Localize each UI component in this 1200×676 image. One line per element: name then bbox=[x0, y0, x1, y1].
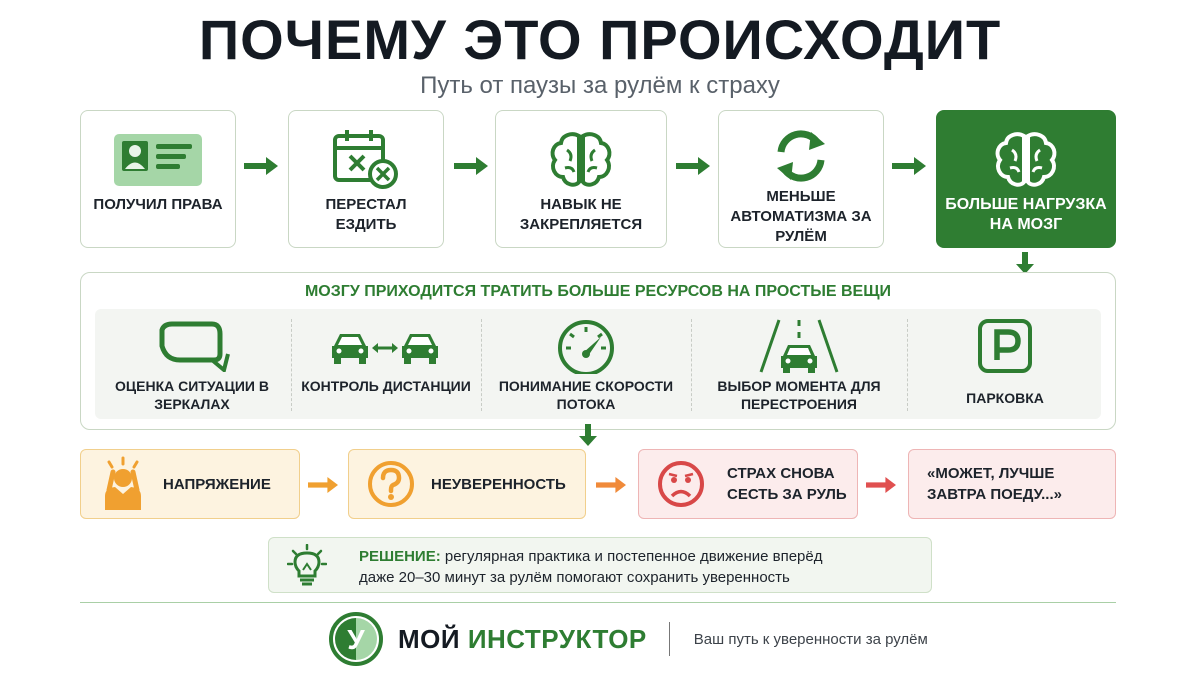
step-brain-load: БОЛЬШЕ НАГРУЗКА НА МОЗГ bbox=[936, 110, 1116, 248]
emotion-label: «МОЖЕТ, ЛУЧШЕ ЗАВТРА ПОЕДУ...» bbox=[927, 465, 1062, 503]
step-less-automatism: МЕНЬШЕ АВТОМАТИЗМА ЗА РУЛЁМ bbox=[718, 110, 884, 248]
stressed-person-icon bbox=[91, 452, 155, 516]
footer-divider bbox=[80, 602, 1116, 603]
side-mirror-icon bbox=[154, 315, 230, 377]
resource-label: ПОНИМАНИЕ СКОРОСТИ ПОТОКА bbox=[498, 378, 674, 412]
emotion-procrastination: «МОЖЕТ, ЛУЧШЕ ЗАВТРА ПОЕДУ...» bbox=[908, 449, 1116, 519]
solution-keyword: РЕШЕНИЕ: bbox=[359, 548, 441, 565]
page-subtitle: Путь от паузы за рулём к страху bbox=[420, 72, 780, 99]
page-title: ПОЧЕМУ ЭТО ПРОИСХОДИТ bbox=[198, 8, 1002, 71]
resource-label: ОЦЕНКА СИТУАЦИИ В ЗЕРКАЛАХ bbox=[115, 378, 269, 412]
resource-item-parking: ПАРКОВКА bbox=[909, 309, 1101, 419]
resource-item-speed: ПОНИМАНИЕ СКОРОСТИ ПОТОКА bbox=[483, 309, 689, 419]
sad-face-icon bbox=[649, 452, 713, 516]
solution-box: РЕШЕНИЕ: регулярная практика и постепенн… bbox=[268, 537, 932, 593]
arrow-right-icon bbox=[596, 477, 626, 493]
step-label: ПЕРЕСТАЛ ЕЗДИТЬ bbox=[325, 196, 407, 233]
brand-name-part2: ИНСТРУКТОР bbox=[467, 623, 647, 654]
step-label: НАВЫК НЕ ЗАКРЕПЛЯЕТСЯ bbox=[519, 196, 643, 233]
brand-name: МОЙ ИНСТРУКТОР bbox=[398, 624, 647, 655]
arrow-right-icon bbox=[454, 157, 488, 175]
resources-title: МОЗГУ ПРИХОДИТСЯ ТРАТИТЬ БОЛЬШЕ РЕСУРСОВ… bbox=[304, 283, 892, 300]
lightbulb-icon bbox=[286, 543, 328, 593]
step-label: МЕНЬШЕ АВТОМАТИЗМА ЗА РУЛЁМ bbox=[730, 188, 872, 245]
solution-line-1: регулярная практика и постепенное движен… bbox=[444, 548, 823, 565]
lane-change-icon bbox=[757, 315, 841, 377]
brand-footer: У МОЙ ИНСТРУКТОР Ваш путь к уверенности … bbox=[328, 610, 928, 668]
resources-list: ОЦЕНКА СИТУАЦИИ В ЗЕРКАЛАХ bbox=[95, 309, 1101, 419]
step-label: ПОЛУЧИЛ ПРАВА bbox=[93, 196, 223, 213]
emotion-label: СТРАХ СНОВА СЕСТЬ ЗА РУЛЬ bbox=[727, 465, 847, 503]
brand-logo-icon: У bbox=[329, 612, 383, 666]
resource-item-distance: КОНТРОЛЬ ДИСТАНЦИИ bbox=[293, 309, 479, 419]
step-skill-not-fixed: НАВЫК НЕ ЗАКРЕПЛЯЕТСЯ bbox=[495, 110, 667, 248]
emotion-label: НАПРЯЖЕНИЕ bbox=[163, 475, 271, 493]
cars-distance-icon bbox=[330, 315, 442, 377]
step-stopped-driving: ПЕРЕСТАЛ ЕЗДИТЬ bbox=[288, 110, 444, 248]
resource-item-lane-change: ВЫБОР МОМЕНТА ДЛЯ ПЕРЕСТРОЕНИЯ bbox=[693, 309, 905, 419]
refresh-cycle-icon bbox=[751, 125, 851, 187]
brand-logo-letter: У bbox=[347, 624, 365, 655]
step-license: ПОЛУЧИЛ ПРАВА bbox=[80, 110, 236, 248]
brand-tagline: Ваш путь к уверенности за рулём bbox=[693, 630, 928, 648]
arrow-down-icon bbox=[579, 424, 597, 446]
license-card-icon bbox=[108, 125, 208, 195]
solution-line-2: даже 20–30 минут за рулём помогают сохра… bbox=[359, 569, 790, 586]
arrow-right-icon bbox=[244, 157, 278, 175]
resource-label: ВЫБОР МОМЕНТА ДЛЯ ПЕРЕСТРОЕНИЯ bbox=[717, 378, 881, 412]
brain-icon bbox=[976, 125, 1076, 195]
brain-icon bbox=[531, 125, 631, 195]
arrow-right-icon bbox=[676, 157, 710, 175]
resource-item-mirrors: ОЦЕНКА СИТУАЦИИ В ЗЕРКАЛАХ bbox=[95, 309, 289, 419]
brand-divider bbox=[668, 622, 670, 656]
resource-label: ПАРКОВКА bbox=[966, 390, 1044, 406]
question-circle-icon bbox=[359, 452, 423, 516]
arrow-right-icon bbox=[892, 157, 926, 175]
brand-name-part1: МОЙ bbox=[398, 623, 461, 654]
solution-text: РЕШЕНИЕ: регулярная практика и постепенн… bbox=[359, 546, 822, 588]
resource-label: КОНТРОЛЬ ДИСТАНЦИИ bbox=[301, 378, 471, 394]
emotion-label: НЕУВЕРЕННОСТЬ bbox=[431, 475, 566, 493]
emotion-uncertainty: НЕУВЕРЕННОСТЬ bbox=[348, 449, 586, 519]
resources-panel: МОЗГУ ПРИХОДИТСЯ ТРАТИТЬ БОЛЬШЕ РЕСУРСОВ… bbox=[80, 272, 1116, 430]
arrow-down-icon bbox=[1016, 252, 1034, 274]
arrow-right-icon bbox=[308, 477, 338, 493]
speedometer-icon bbox=[554, 315, 618, 377]
emotion-tension: НАПРЯЖЕНИЕ bbox=[80, 449, 300, 519]
step-label: БОЛЬШЕ НАГРУЗКА НА МОЗГ bbox=[945, 196, 1107, 233]
parking-sign-icon bbox=[977, 315, 1033, 377]
emotion-fear: СТРАХ СНОВА СЕСТЬ ЗА РУЛЬ bbox=[638, 449, 858, 519]
calendar-cancel-icon bbox=[316, 125, 416, 195]
arrow-right-icon bbox=[866, 477, 896, 493]
